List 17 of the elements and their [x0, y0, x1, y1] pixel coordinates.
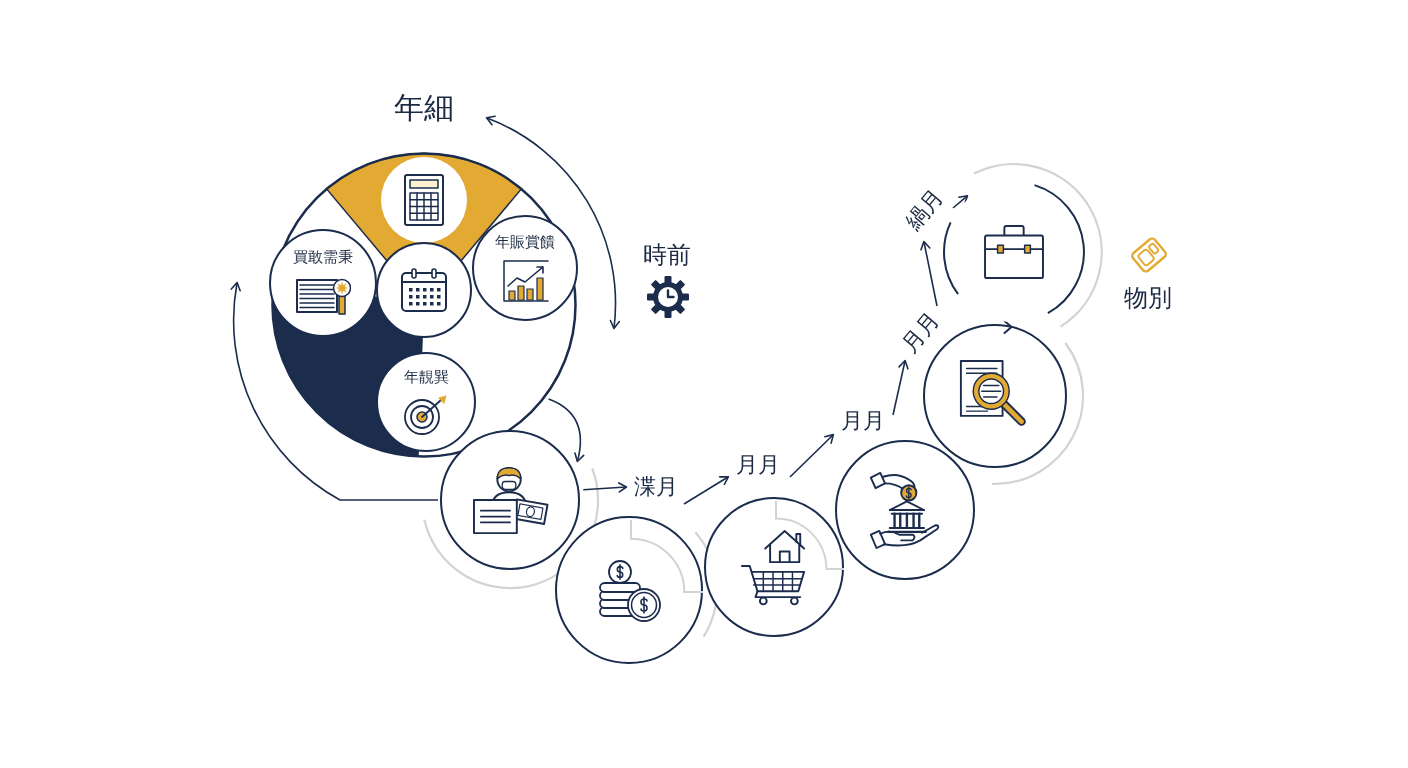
arrow — [920, 240, 938, 307]
step-label: 緺月 — [898, 181, 952, 239]
side-label: 時前 — [643, 240, 691, 270]
step-label: 月月 — [894, 304, 948, 362]
arrow — [892, 359, 909, 416]
segment-label: 年賑賞饋 — [495, 233, 555, 251]
arrow — [547, 398, 585, 463]
wheel-heading: 年細 — [394, 90, 454, 126]
arrow — [789, 433, 835, 478]
arrow — [582, 482, 628, 493]
side-label: 物別 — [1124, 283, 1172, 313]
step-label: 月月 — [838, 407, 888, 435]
step-label: 渫月 — [631, 473, 681, 501]
arrow — [952, 195, 969, 209]
step-label: 月月 — [733, 451, 783, 479]
segment-label: 買敢需秉 — [293, 248, 353, 266]
arrow — [683, 475, 730, 505]
